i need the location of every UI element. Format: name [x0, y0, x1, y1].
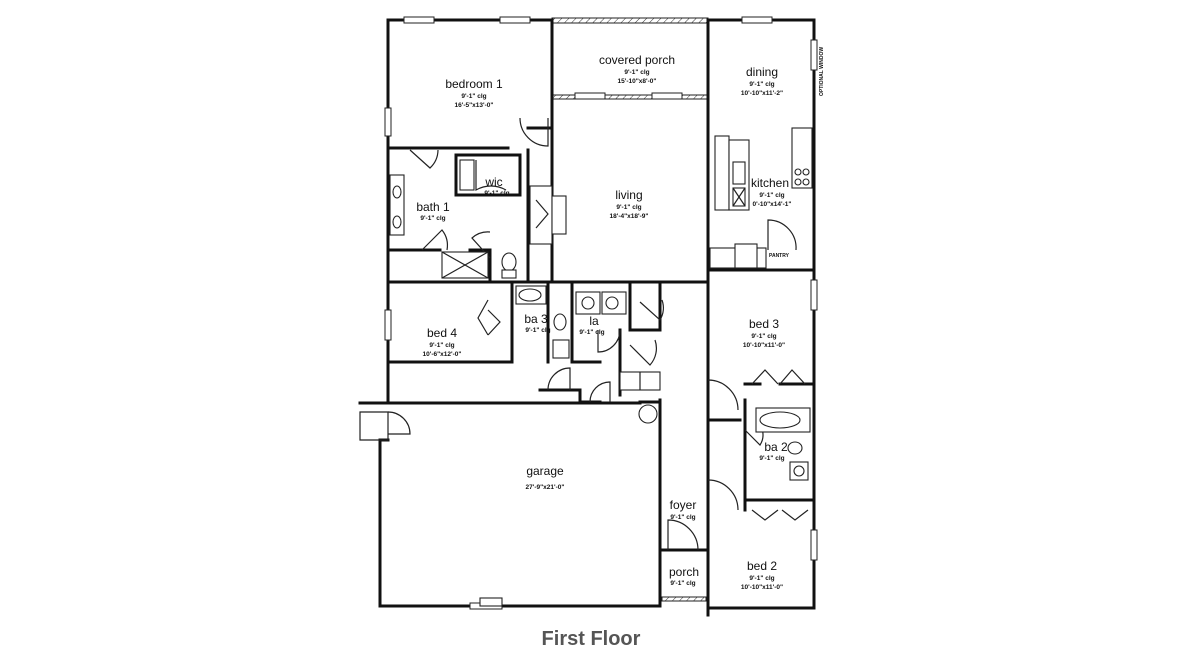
windows [384, 16, 818, 610]
label-la-clg: 9'-1" clg [579, 329, 604, 336]
entry-porch-beam [661, 596, 707, 602]
label-pantry: PANTRY [769, 253, 790, 259]
label-dining-clg: 9'-1" clg [749, 81, 774, 88]
label-covered-porch-size: 15'-10"x8'-0" [618, 78, 657, 85]
label-bedroom1-clg: 9'-1" clg [461, 93, 486, 100]
label-porch: porch [669, 565, 699, 579]
label-ba2: ba 2 [764, 440, 788, 454]
label-ba3: ba 3 [524, 312, 548, 326]
doors [359, 117, 809, 551]
exterior-walls [358, 18, 816, 617]
label-bed4: bed 4 [427, 326, 457, 340]
fixtures [389, 127, 813, 607]
label-porch-clg: 9'-1" clg [670, 580, 695, 587]
label-bedroom1-size: 16'-5"x13'-0" [455, 102, 494, 109]
label-living-size: 18'-4"x18'-9" [610, 213, 649, 220]
label-wic: wic [484, 175, 502, 189]
label-la: la [589, 314, 599, 328]
label-bedroom1: bedroom 1 [445, 77, 503, 91]
label-bath1-clg: 9'-1" clg [420, 215, 445, 222]
label-bed2-clg: 9'-1" clg [749, 575, 774, 582]
label-bed4-size: 10'-6"x12'-0" [423, 351, 462, 358]
porch-beam-top [551, 17, 709, 24]
label-bed3-clg: 9'-1" clg [751, 333, 776, 340]
label-kitchen-size: 0'-10"x14'-1" [753, 201, 792, 208]
label-garage-size: 27'-9"x21'-0" [526, 484, 565, 491]
label-garage: garage [526, 464, 564, 478]
label-bed2-size: 10'-10"x11'-0" [741, 584, 783, 591]
label-dining: dining [746, 65, 778, 79]
room-labels: bedroom 1 9'-1" clg 16'-5"x13'-0" covere… [416, 47, 825, 591]
label-ba3-clg: 9'-1" clg [525, 327, 550, 334]
label-bed2: bed 2 [747, 559, 777, 573]
label-covered-porch-clg: 9'-1" clg [624, 69, 649, 76]
label-kitchen-clg: 9'-1" clg [759, 192, 784, 199]
label-bath1: bath 1 [416, 200, 450, 214]
label-bed3-size: 10'-10"x11'-0" [743, 342, 785, 349]
label-side-note: OPTIONAL WINDOW [819, 47, 825, 96]
label-dining-size: 10'-10"x11'-2" [741, 90, 783, 97]
label-living: living [615, 188, 642, 202]
label-living-clg: 9'-1" clg [616, 204, 641, 211]
label-foyer-clg: 9'-1" clg [670, 514, 695, 521]
floor-caption: First Floor [541, 628, 641, 650]
label-ba2-clg: 9'-1" clg [759, 455, 784, 462]
interior-walls [386, 18, 816, 552]
label-covered-porch: covered porch [599, 53, 675, 67]
label-bed3: bed 3 [749, 317, 779, 331]
label-wic-clg: 9'-1" clg [484, 190, 509, 197]
label-kitchen: kitchen [751, 176, 789, 190]
label-foyer: foyer [670, 498, 697, 512]
label-bed4-clg: 9'-1" clg [429, 342, 454, 349]
